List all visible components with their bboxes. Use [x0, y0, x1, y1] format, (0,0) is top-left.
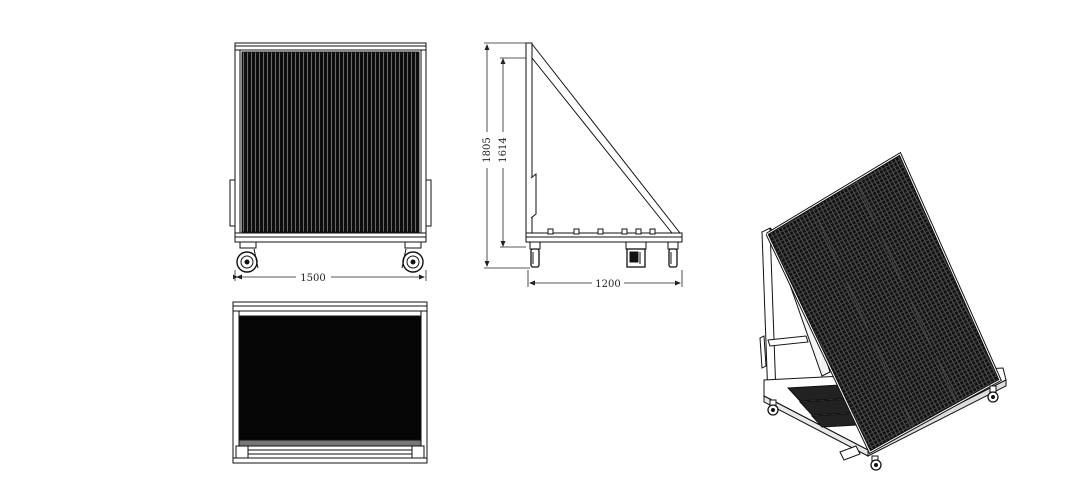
isometric-view — [759, 151, 1007, 471]
dim-front-width — [233, 270, 427, 281]
front-view — [229, 42, 432, 273]
top-panel — [238, 315, 422, 441]
front-left-post — [234, 49, 241, 237]
side-overall-height-label: 1805 — [482, 137, 493, 162]
top-view — [232, 301, 428, 464]
dim-side-heights — [484, 42, 530, 269]
front-right-wheel — [401, 248, 424, 273]
iso-caster-front — [870, 455, 882, 471]
dim-side-depth — [527, 270, 683, 287]
front-right-post — [420, 49, 427, 237]
iso-brake-pedal — [839, 445, 861, 461]
iso-caster-right — [987, 385, 999, 403]
side-left-caster — [529, 241, 541, 268]
side-center-caster — [625, 241, 647, 268]
front-right-handle — [425, 179, 432, 227]
iso-rear-upright — [761, 227, 777, 400]
side-depth-label: 1200 — [595, 279, 620, 290]
side-inner-height-label: 1614 — [498, 137, 509, 162]
front-panel — [241, 51, 420, 233]
side-right-caster — [667, 241, 679, 268]
front-left-wheel — [236, 248, 259, 273]
front-width-label: 1500 — [300, 273, 325, 284]
front-left-handle — [229, 179, 236, 227]
side-view — [525, 42, 683, 268]
iso-caster-left — [767, 399, 779, 416]
